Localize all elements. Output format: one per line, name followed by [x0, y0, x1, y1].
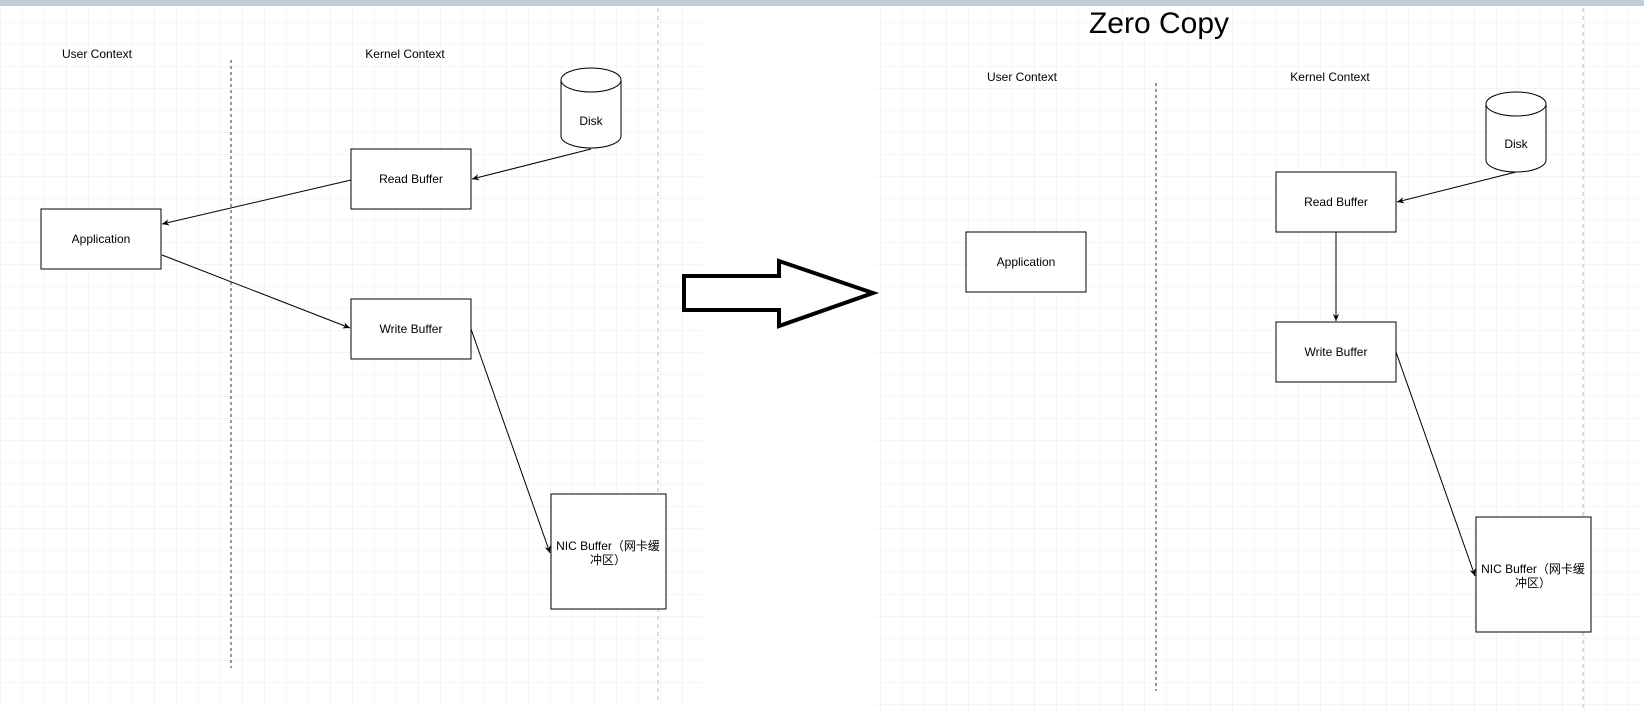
left-arrow-read-buffer-to-application	[161, 179, 352, 226]
left-panel: User Context Kernel Context Disk Read Bu…	[40, 8, 667, 704]
right-user-context-label: User Context	[987, 70, 1058, 84]
right-disk-node[interactable]: Disk	[1485, 91, 1547, 173]
right-application-node[interactable]: Application	[965, 231, 1087, 293]
right-read-buffer-label: Read Buffer	[1304, 195, 1368, 209]
window-top-bar	[0, 0, 1644, 6]
right-application-label: Application	[997, 255, 1056, 269]
left-application-node[interactable]: Application	[40, 208, 162, 270]
left-nic-buffer-label-line1: NIC Buffer（网卡缓	[556, 539, 660, 553]
right-read-buffer-node[interactable]: Read Buffer	[1275, 171, 1397, 233]
left-nic-buffer-label-line2: 冲区）	[590, 552, 626, 567]
right-arrow-write-buffer-to-nic-buffer	[1395, 351, 1476, 577]
transition-arrow	[682, 258, 880, 329]
right-nic-buffer-label-line1: NIC Buffer（网卡缓	[1481, 562, 1585, 576]
right-write-buffer-label: Write Buffer	[1305, 345, 1368, 359]
left-write-buffer-node[interactable]: Write Buffer	[350, 298, 472, 360]
right-nic-buffer-label-line2: 冲区）	[1515, 575, 1551, 590]
left-arrow-disk-to-read-buffer	[471, 148, 592, 181]
left-read-buffer-node[interactable]: Read Buffer	[350, 148, 472, 210]
left-read-buffer-label: Read Buffer	[379, 172, 443, 186]
left-arrow-application-to-write-buffer	[161, 254, 351, 329]
right-disk-label: Disk	[1504, 137, 1528, 151]
left-application-label: Application	[72, 232, 131, 246]
left-arrow-write-buffer-to-nic-buffer	[470, 328, 551, 554]
right-arrow-disk-to-read-buffer	[1396, 171, 1517, 204]
left-kernel-context-label: Kernel Context	[365, 47, 445, 61]
left-user-context-label: User Context	[62, 47, 133, 61]
right-panel: Zero Copy User Context Kernel Context Di…	[965, 7, 1592, 712]
left-write-buffer-label: Write Buffer	[380, 322, 443, 336]
right-write-buffer-node[interactable]: Write Buffer	[1275, 321, 1397, 383]
left-disk-node[interactable]: Disk	[560, 67, 622, 149]
left-disk-label: Disk	[579, 114, 603, 128]
left-nic-buffer-node[interactable]: NIC Buffer（网卡缓 冲区）	[550, 493, 667, 610]
diagram-title: Zero Copy	[1089, 7, 1229, 40]
right-nic-buffer-node[interactable]: NIC Buffer（网卡缓 冲区）	[1475, 516, 1592, 633]
right-kernel-context-label: Kernel Context	[1290, 70, 1370, 84]
